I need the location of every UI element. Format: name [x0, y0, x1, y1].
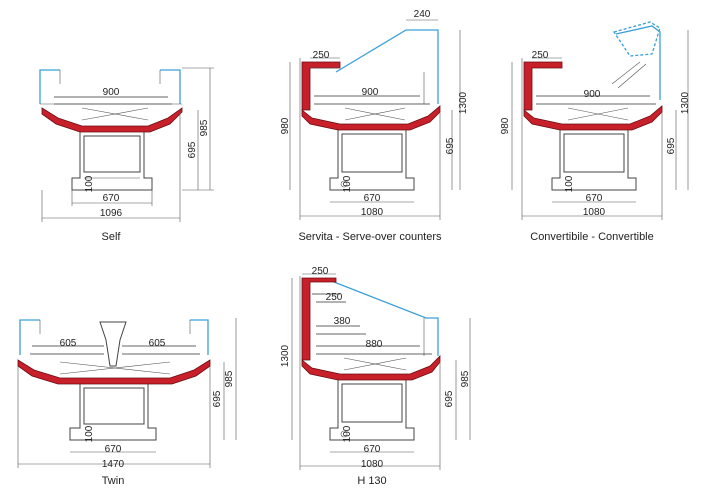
- h130-glass: [333, 281, 439, 356]
- h130-counter-dim: 695: [444, 390, 455, 407]
- convertibile-height-dim: 980: [500, 117, 511, 134]
- h130-base-dim: 670: [364, 444, 381, 455]
- twin-base-dim: 670: [105, 444, 122, 455]
- drawing-self: 900 670 1096 985 695 100 Self: [39, 67, 214, 243]
- h130-height-dim: 985: [460, 370, 471, 387]
- convertibile-total-dim: 1300: [680, 91, 691, 114]
- h130-total-dim: 1300: [280, 344, 291, 367]
- twin-width-dim: 1470: [102, 459, 125, 470]
- convertibile-caption: Convertibile - Convertible: [530, 231, 654, 243]
- twin-caption: Twin: [102, 475, 125, 487]
- servita-insulation: [301, 105, 441, 131]
- convertibile-base-dim: 670: [586, 193, 603, 204]
- h130-insulation: [301, 355, 441, 381]
- servita-top-dim: 240: [414, 9, 431, 20]
- h130-back-wall: [301, 277, 337, 361]
- servita-total-dim: 1300: [458, 91, 469, 114]
- twin-height-dim: 985: [224, 370, 235, 387]
- h130-shelf2-dim: 380: [334, 316, 351, 327]
- servita-height-dim: 980: [280, 117, 291, 134]
- self-insulation: [41, 107, 183, 133]
- convertibile-width-dim: 1080: [583, 207, 606, 218]
- twin-shelf-left-dim: 605: [60, 338, 77, 349]
- self-caption: Self: [102, 231, 122, 243]
- convertibile-back-wall: [523, 61, 563, 111]
- drawing-convertibile: 250 900 670 1080 1300 980 695 100 Conver…: [500, 21, 691, 243]
- twin-shelf-right-dim: 605: [149, 338, 166, 349]
- drawing-h130: 250 250 380 880 670 1080 1300 985 695 10…: [280, 266, 471, 487]
- servita-width-dim: 1080: [361, 207, 384, 218]
- servita-caption: Servita - Serve-over counters: [298, 231, 442, 243]
- self-width-dim: 1096: [100, 208, 123, 219]
- servita-ledge-dim: 250: [313, 50, 330, 61]
- convertibile-ledge-dim: 250: [532, 50, 549, 61]
- self-glass: [39, 69, 181, 104]
- convertibile-glass: [615, 25, 661, 100]
- h130-caption: H 130: [357, 475, 386, 487]
- twin-foot-dim: 100: [84, 425, 95, 442]
- h130-shelf3-dim: 880: [366, 339, 383, 350]
- drawing-servita: 240 250 900 670 1080 1300 980 695 100 Se…: [280, 9, 469, 243]
- self-base-dim: 670: [103, 193, 120, 204]
- convertibile-foot-dim: 100: [564, 175, 575, 192]
- self-height-dim: 985: [199, 119, 210, 136]
- twin-center-post: [99, 321, 127, 367]
- convertibile-shelf-dim: 900: [584, 89, 601, 100]
- drawing-twin: 605 605 670 1470 985 695 100 Twin: [17, 318, 237, 487]
- self-counter-dim: 695: [187, 141, 198, 158]
- servita-foot-dim: 100: [342, 175, 353, 192]
- servita-shelf-dim: 900: [362, 87, 379, 98]
- twin-counter-dim: 695: [212, 390, 223, 407]
- servita-glass: [335, 29, 439, 104]
- h130-foot-dim: 100: [342, 425, 353, 442]
- servita-base-dim: 670: [364, 193, 381, 204]
- h130-top-dim: 250: [312, 266, 329, 277]
- self-foot-dim: 100: [84, 175, 95, 192]
- h130-shelf1-dim: 250: [326, 292, 343, 303]
- convertibile-counter-dim: 695: [666, 137, 677, 154]
- self-shelf-dim: 900: [103, 87, 120, 98]
- convertibile-insulation: [523, 105, 663, 131]
- twin-insulation: [17, 359, 211, 385]
- servita-back-wall: [301, 61, 341, 111]
- twin-glass: [19, 319, 209, 355]
- servita-counter-dim: 695: [445, 137, 456, 154]
- h130-width-dim: 1080: [361, 459, 384, 470]
- convertibile-glass-open: [612, 21, 661, 57]
